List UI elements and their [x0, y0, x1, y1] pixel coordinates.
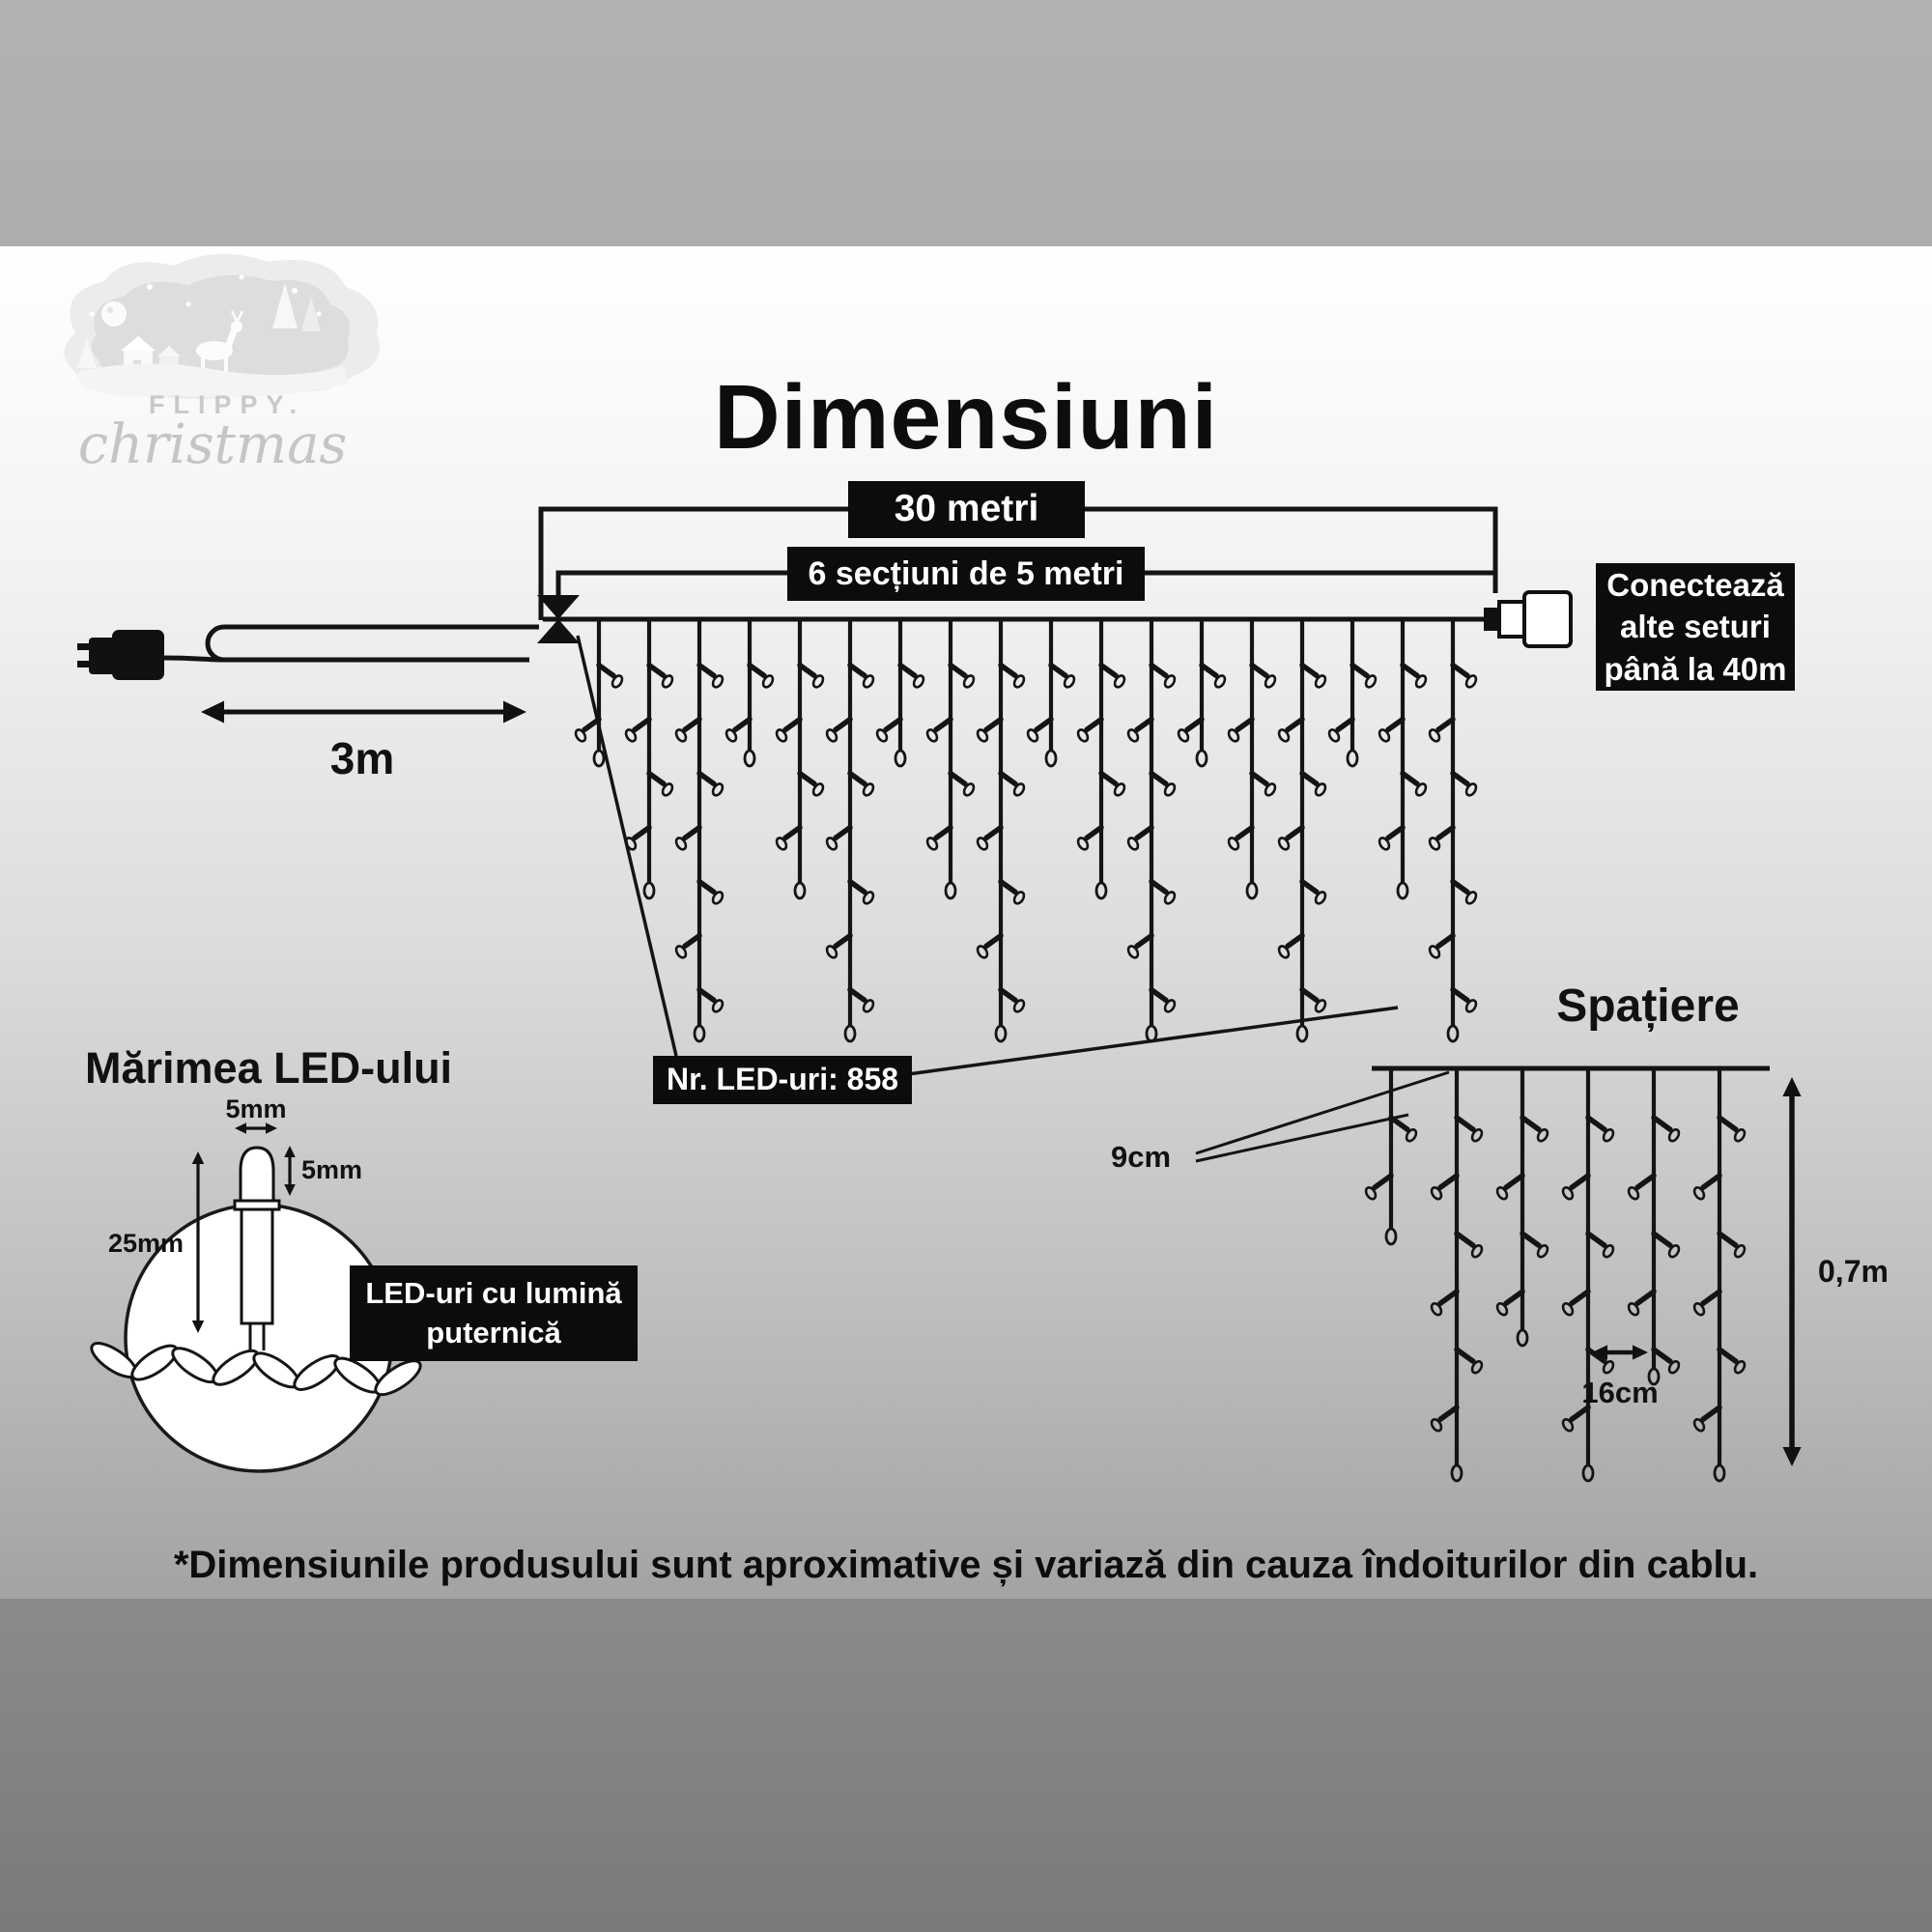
led-callout-line-2: puternică — [426, 1315, 561, 1350]
tree-icon — [301, 297, 321, 331]
moon-crater — [107, 307, 113, 313]
led-count-label: Nr. LED-uri: 858 — [653, 1056, 912, 1104]
led-gap-label: 9cm — [1111, 1140, 1172, 1174]
logo-brand-text: FLIPPY. — [148, 390, 306, 419]
string-connector-left — [537, 595, 580, 643]
logo-illustration — [64, 253, 380, 400]
led-count-leader-lines — [576, 635, 1399, 1076]
sections-label: 6 secțiuni de 5 metri — [787, 547, 1145, 601]
string-connector-right — [1484, 590, 1573, 648]
lead-wire — [163, 624, 539, 663]
deer-icon — [196, 310, 244, 372]
moon-icon — [101, 301, 127, 327]
tree-icon — [77, 338, 97, 368]
twisted-cable — [90, 1342, 422, 1397]
connector-info-line-2: alte seturi — [1620, 609, 1771, 645]
connector-info-line-3: până la 40m — [1604, 650, 1787, 687]
footer-note: *Dimensiunile produsului sunt aproximati… — [173, 1544, 1759, 1586]
led-width-label: 5mm — [225, 1094, 287, 1123]
led-total-height-label: 25mm — [108, 1229, 185, 1258]
led-callout-box: LED-uri cu lumină puternică — [350, 1265, 638, 1361]
snow-ground — [77, 363, 348, 398]
snow-dots — [89, 274, 322, 317]
strand-height-label: 0,7m — [1818, 1254, 1889, 1289]
connector-info-line-1: Conectează — [1606, 566, 1784, 603]
total-length-label: 30 metri — [848, 481, 1085, 538]
spacing-heading: Spațiere — [1556, 980, 1740, 1032]
logo-script-text: christmas — [77, 413, 348, 476]
led-size-diagram — [90, 1146, 422, 1473]
spacing-diagram — [1195, 1065, 1770, 1483]
led-bulb-body — [240, 1208, 274, 1325]
tree-icon — [272, 283, 298, 328]
led-bulb-dome — [239, 1146, 275, 1203]
spacing-light-curtain — [1364, 1068, 1747, 1483]
lead-length-label: 3m — [329, 733, 395, 783]
strand-gap-label: 16cm — [1581, 1376, 1659, 1409]
led-size-heading: Mărimea LED-ului — [85, 1043, 453, 1093]
power-plug-icon — [77, 630, 164, 680]
page-title: Dimensiuni — [713, 366, 1219, 469]
connector-info-box: Conectează alte seturi până la 40m — [1596, 563, 1795, 691]
measurement-arrows — [191, 700, 1802, 1466]
led-callout-line-1: LED-uri cu lumină — [365, 1276, 622, 1311]
led-tip-height-label: 5mm — [301, 1155, 363, 1184]
spacing-leader-lines — [1195, 1070, 1450, 1163]
main-light-curtain — [574, 619, 1478, 1043]
